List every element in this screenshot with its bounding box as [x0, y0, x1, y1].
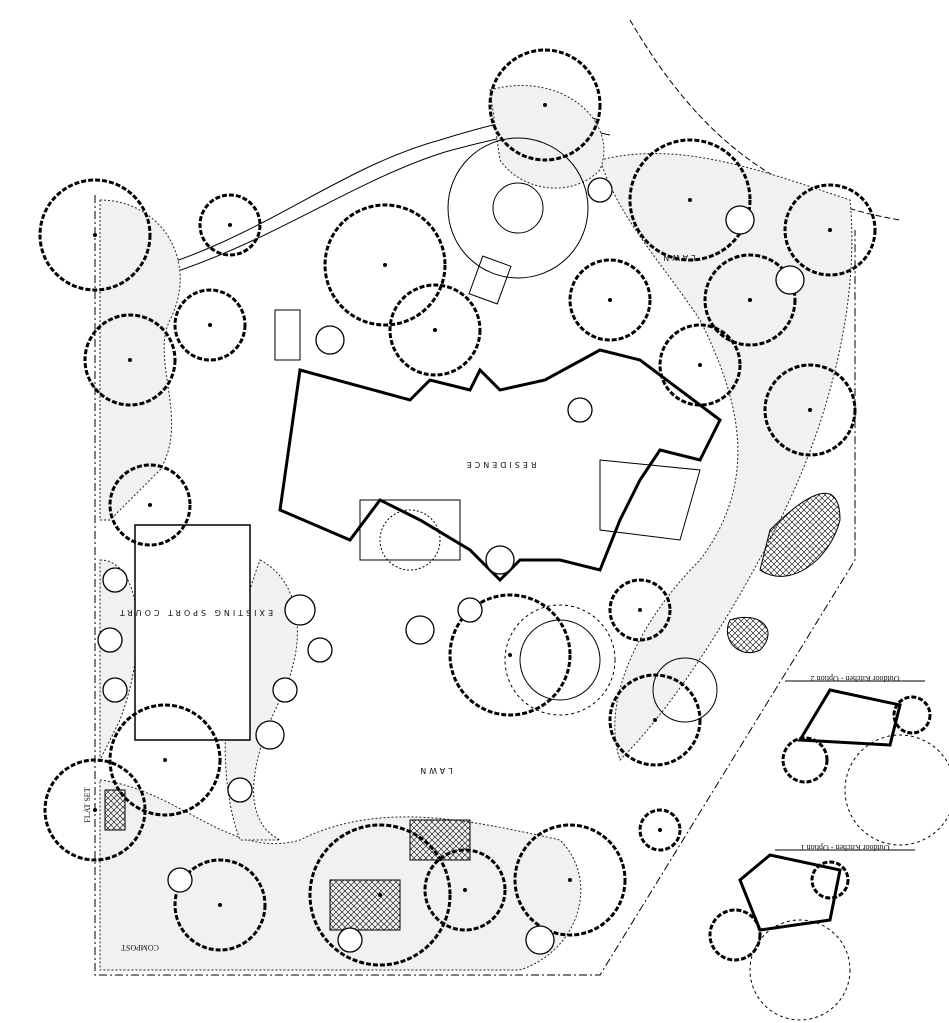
tree-canopy — [488, 48, 602, 162]
lawn-label: LAWN — [417, 766, 453, 775]
shrub — [255, 720, 285, 750]
tree-trunk — [653, 718, 657, 722]
tree-canopy — [608, 673, 702, 767]
tree-trunk — [93, 808, 97, 812]
outdoor-kitchen-option-1-inset: Outdoor Kitchen - Option 1 — [708, 843, 915, 1021]
fire-pit-seating — [652, 657, 718, 723]
shrub — [337, 927, 363, 953]
tree-canopy — [108, 463, 192, 547]
shrub — [525, 925, 555, 955]
flat-set-stones — [104, 789, 126, 831]
tree-trunk — [698, 363, 702, 367]
tree-canopy — [308, 823, 452, 967]
tree-trunk — [463, 888, 467, 892]
tree-canopy — [763, 363, 857, 457]
tree-canopy — [658, 323, 742, 407]
tree-canopy — [608, 578, 672, 642]
tree-trunk — [163, 758, 167, 762]
tree-trunk — [128, 358, 132, 362]
shrub — [97, 627, 123, 653]
tree-canopy — [83, 313, 177, 407]
tree-trunk — [148, 503, 152, 507]
shrub — [485, 545, 515, 575]
option-1-caption: Outdoor Kitchen - Option 1 — [801, 843, 890, 852]
tree-trunk — [378, 893, 382, 897]
tree-canopy — [173, 288, 247, 362]
flat-set-label: FLAT SET — [83, 787, 92, 822]
tree-canopy — [628, 138, 752, 262]
compost-label: COMPOST — [121, 943, 159, 952]
tree-trunk — [808, 408, 812, 412]
tree-canopy — [703, 253, 797, 347]
tree-trunk — [748, 298, 752, 302]
tree-canopy — [783, 183, 877, 277]
tree-canopy — [513, 823, 627, 937]
tree-canopy — [423, 848, 507, 932]
shrub — [307, 637, 333, 663]
sport-court — [134, 524, 251, 741]
tree-trunk — [208, 323, 212, 327]
residence-label: RESIDENCE — [464, 460, 537, 469]
residence-building — [274, 255, 722, 583]
tree-canopy — [568, 258, 652, 342]
tree-trunk — [93, 233, 97, 237]
driveway-turnaround — [447, 137, 589, 279]
tree-trunk — [638, 608, 642, 612]
shrub — [102, 567, 128, 593]
shrub — [315, 325, 345, 355]
shrub — [457, 597, 483, 623]
tree-trunk — [543, 103, 547, 107]
shrub — [405, 615, 435, 645]
tree-trunk — [828, 228, 832, 232]
shrub — [272, 677, 298, 703]
paving-areas — [329, 492, 841, 931]
tree-canopies — [38, 48, 877, 967]
tree-trunk — [433, 328, 437, 332]
tree-canopy — [388, 283, 482, 377]
shrub — [284, 594, 316, 626]
tree-trunk — [218, 903, 222, 907]
tree-trunk — [383, 263, 387, 267]
outdoor-kitchen-option-2-inset: Outdoor Kitchen - Option 2 — [781, 674, 949, 846]
shrub — [587, 177, 613, 203]
option-2-caption: Outdoor Kitchen - Option 2 — [811, 674, 900, 683]
shrub — [567, 397, 593, 423]
tree-trunk — [688, 198, 692, 202]
patio-circle — [519, 619, 601, 701]
tree-canopy — [323, 203, 447, 327]
tree-trunk — [508, 653, 512, 657]
shrub — [227, 777, 253, 803]
tree-trunk — [608, 298, 612, 302]
tree-trunk — [658, 828, 662, 832]
tree-canopy — [108, 703, 222, 817]
tree-canopy — [43, 758, 147, 862]
shrub — [775, 265, 805, 295]
tree-canopy — [448, 593, 572, 717]
shrub — [725, 205, 755, 235]
tree-trunk — [228, 223, 232, 227]
tree-canopy — [38, 178, 152, 292]
tree-canopy — [198, 193, 262, 257]
shrub — [167, 867, 193, 893]
tree-canopy — [173, 858, 267, 952]
tree-canopy — [638, 808, 682, 852]
shrub — [102, 677, 128, 703]
tree-trunk — [568, 878, 572, 882]
sport-court-label: EXISTING SPORT COURT — [117, 608, 273, 617]
